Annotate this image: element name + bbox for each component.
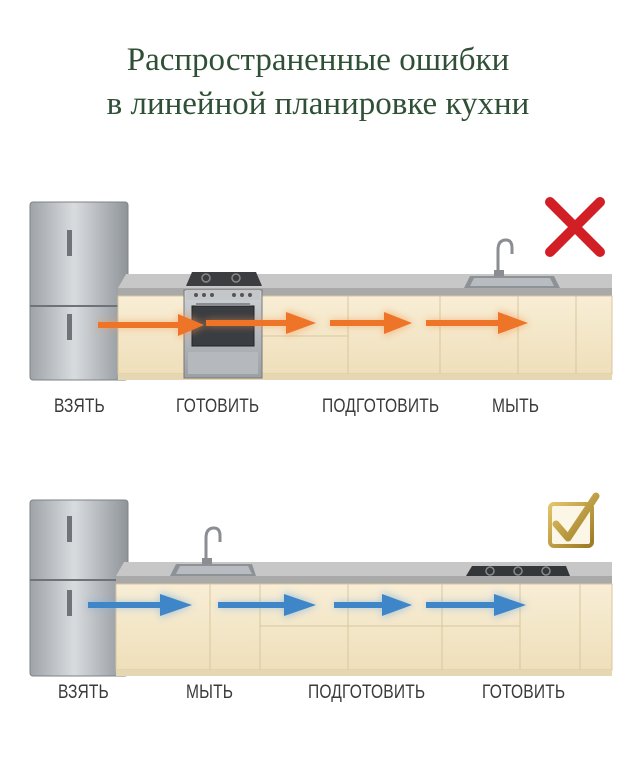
- arrow-3: [334, 592, 414, 618]
- arrow-1: [88, 592, 194, 618]
- kitchen-scene-correct: ВЗЯТЬ МЫТЬ ПОДГОТОВИТЬ ГОТОВИТЬ: [0, 486, 636, 703]
- arrow-3: [330, 310, 414, 336]
- arrow-2: [218, 592, 318, 618]
- step-label-cook: ГОТОВИТЬ: [176, 396, 260, 417]
- step-label-wash: МЫТЬ: [186, 682, 234, 703]
- sink: [170, 526, 256, 576]
- arrow-1: [98, 312, 206, 338]
- stove: [183, 272, 263, 379]
- red-cross-icon: [545, 197, 605, 257]
- arrow-2: [206, 310, 318, 336]
- page-title: Распространенные ошибки в линейной плани…: [0, 38, 636, 126]
- arrow-4: [426, 592, 528, 618]
- step-label-prepare: ПОДГОТОВИТЬ: [322, 396, 440, 417]
- workflow-arrows-correct: [88, 592, 528, 618]
- fridge: [29, 499, 129, 677]
- step-label-take: ВЗЯТЬ: [54, 396, 105, 417]
- step-label-wash: МЫТЬ: [492, 396, 540, 417]
- cooktop: [466, 566, 570, 576]
- base-cabinets: [117, 295, 613, 380]
- gold-checkmark-icon: [548, 492, 600, 548]
- workflow-arrows-wrong: [98, 310, 530, 338]
- kitchen-scene-wrong: ВЗЯТЬ ГОТОВИТЬ ПОДГОТОВИТЬ МЫТЬ: [0, 190, 636, 417]
- title-line-2: в линейной планировке кухни: [106, 86, 530, 122]
- sink: [464, 238, 560, 288]
- step-label-prepare: ПОДГОТОВИТЬ: [308, 682, 426, 703]
- fridge: [29, 201, 129, 381]
- arrow-4: [426, 310, 530, 336]
- step-label-take: ВЗЯТЬ: [58, 682, 109, 703]
- step-label-cook: ГОТОВИТЬ: [482, 682, 566, 703]
- kitchen-illustration-correct: [29, 492, 613, 677]
- base-cabinets: [115, 583, 613, 676]
- kitchen-illustration-wrong: [29, 197, 613, 381]
- title-line-1: Распространенные ошибки: [126, 42, 510, 78]
